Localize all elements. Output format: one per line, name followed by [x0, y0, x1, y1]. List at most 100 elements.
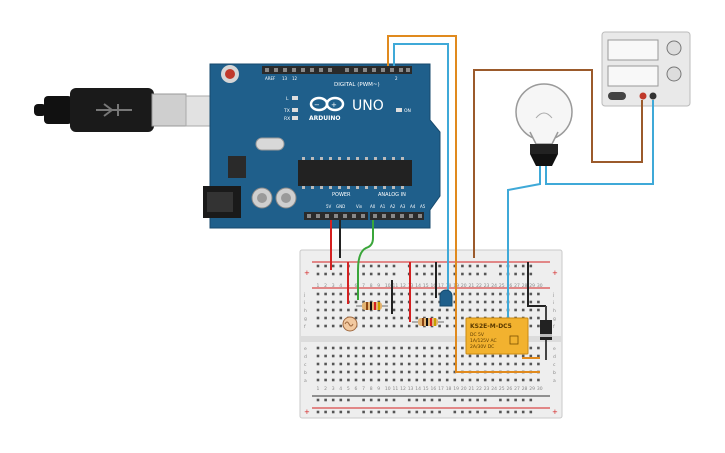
- breadboard-hole[interactable]: [324, 346, 327, 350]
- breadboard-hole[interactable]: [324, 264, 327, 268]
- breadboard-hole[interactable]: [476, 378, 479, 382]
- breadboard-hole[interactable]: [392, 324, 396, 328]
- breadboard-hole[interactable]: [339, 378, 343, 382]
- breadboard-hole[interactable]: [316, 378, 320, 382]
- breadboard-hole[interactable]: [423, 378, 426, 382]
- breadboard-hole[interactable]: [483, 264, 487, 268]
- breadboard-hole[interactable]: [415, 354, 419, 358]
- breadboard-hole[interactable]: [430, 264, 434, 268]
- dc-power-supply[interactable]: [601, 31, 691, 107]
- breadboard-hole[interactable]: [461, 324, 464, 328]
- breadboard-hole[interactable]: [453, 272, 457, 276]
- diode[interactable]: [540, 320, 552, 340]
- breadboard-hole[interactable]: [339, 370, 343, 374]
- breadboard-hole[interactable]: [491, 354, 495, 358]
- breadboard-hole[interactable]: [499, 308, 502, 312]
- breadboard-hole[interactable]: [369, 272, 373, 276]
- breadboard-hole[interactable]: [468, 272, 472, 276]
- breadboard-hole[interactable]: [430, 292, 434, 296]
- breadboard-hole[interactable]: [377, 292, 381, 296]
- breadboard-hole[interactable]: [369, 324, 373, 328]
- breadboard-hole[interactable]: [339, 292, 343, 296]
- breadboard-hole[interactable]: [385, 370, 388, 374]
- breadboard-hole[interactable]: [385, 292, 388, 296]
- breadboard-hole[interactable]: [453, 410, 457, 414]
- breadboard-hole[interactable]: [331, 410, 335, 414]
- breadboard-hole[interactable]: [521, 300, 525, 304]
- breadboard-hole[interactable]: [377, 378, 381, 382]
- breadboard-hole[interactable]: [339, 324, 343, 328]
- reset-button-cap[interactable]: [225, 69, 235, 79]
- wire-black-3[interactable]: [527, 262, 546, 307]
- breadboard-hole[interactable]: [415, 324, 419, 328]
- breadboard-hole[interactable]: [392, 300, 396, 304]
- breadboard-hole[interactable]: [377, 370, 381, 374]
- breadboard-hole[interactable]: [347, 378, 350, 382]
- breadboard-hole[interactable]: [354, 308, 358, 312]
- breadboard-hole[interactable]: [354, 300, 358, 304]
- breadboard-hole[interactable]: [476, 272, 479, 276]
- breadboard-hole[interactable]: [453, 370, 457, 374]
- breadboard-hole[interactable]: [453, 362, 457, 366]
- breadboard-hole[interactable]: [362, 308, 365, 312]
- breadboard-hole[interactable]: [438, 346, 441, 350]
- breadboard-hole[interactable]: [438, 316, 441, 320]
- breadboard-hole[interactable]: [499, 272, 502, 276]
- breadboard-hole[interactable]: [423, 272, 426, 276]
- breadboard-hole[interactable]: [468, 378, 472, 382]
- breadboard-hole[interactable]: [445, 324, 449, 328]
- breadboard-hole[interactable]: [468, 264, 472, 268]
- breadboard-hole[interactable]: [514, 264, 517, 268]
- breadboard-hole[interactable]: [354, 362, 358, 366]
- breadboard-hole[interactable]: [324, 370, 327, 374]
- breadboard-hole[interactable]: [521, 354, 525, 358]
- breadboard-hole[interactable]: [339, 362, 343, 366]
- breadboard-hole[interactable]: [392, 316, 396, 320]
- breadboard-hole[interactable]: [316, 362, 320, 366]
- breadboard-hole[interactable]: [354, 370, 358, 374]
- breadboard-hole[interactable]: [385, 300, 388, 304]
- breadboard-hole[interactable]: [331, 292, 335, 296]
- breadboard-hole[interactable]: [537, 316, 540, 320]
- breadboard-hole[interactable]: [324, 300, 327, 304]
- breadboard-hole[interactable]: [438, 292, 441, 296]
- transistor[interactable]: [439, 289, 453, 307]
- breadboard-hole[interactable]: [461, 308, 464, 312]
- breadboard-hole[interactable]: [499, 354, 502, 358]
- breadboard-hole[interactable]: [316, 354, 320, 358]
- breadboard-hole[interactable]: [324, 324, 327, 328]
- breadboard-hole[interactable]: [499, 410, 502, 414]
- breadboard-hole[interactable]: [529, 272, 533, 276]
- breadboard-hole[interactable]: [400, 324, 403, 328]
- breadboard-hole[interactable]: [476, 308, 479, 312]
- breadboard-hole[interactable]: [468, 300, 472, 304]
- breadboard-hole[interactable]: [423, 308, 426, 312]
- breadboard-hole[interactable]: [453, 324, 457, 328]
- breadboard-hole[interactable]: [430, 346, 434, 350]
- breadboard-hole[interactable]: [537, 378, 540, 382]
- breadboard-hole[interactable]: [415, 378, 419, 382]
- breadboard-hole[interactable]: [400, 354, 403, 358]
- breadboard-hole[interactable]: [324, 378, 327, 382]
- breadboard-hole[interactable]: [331, 264, 335, 268]
- breadboard-hole[interactable]: [430, 378, 434, 382]
- breadboard-hole[interactable]: [392, 264, 396, 268]
- breadboard-hole[interactable]: [468, 398, 472, 402]
- breadboard-hole[interactable]: [529, 346, 533, 350]
- breadboard-hole[interactable]: [369, 398, 373, 402]
- breadboard-hole[interactable]: [400, 346, 403, 350]
- breadboard-hole[interactable]: [385, 264, 388, 268]
- breadboard-hole[interactable]: [461, 410, 464, 414]
- breadboard-hole[interactable]: [476, 292, 479, 296]
- breadboard-hole[interactable]: [491, 292, 495, 296]
- breadboard-hole[interactable]: [339, 410, 343, 414]
- breadboard-hole[interactable]: [529, 354, 533, 358]
- breadboard-hole[interactable]: [529, 362, 533, 366]
- breadboard-hole[interactable]: [377, 410, 381, 414]
- breadboard-hole[interactable]: [461, 272, 464, 276]
- breadboard-hole[interactable]: [506, 354, 510, 358]
- breadboard-hole[interactable]: [506, 362, 510, 366]
- breadboard-hole[interactable]: [362, 272, 365, 276]
- breadboard-hole[interactable]: [491, 362, 495, 366]
- breadboard-hole[interactable]: [499, 398, 502, 402]
